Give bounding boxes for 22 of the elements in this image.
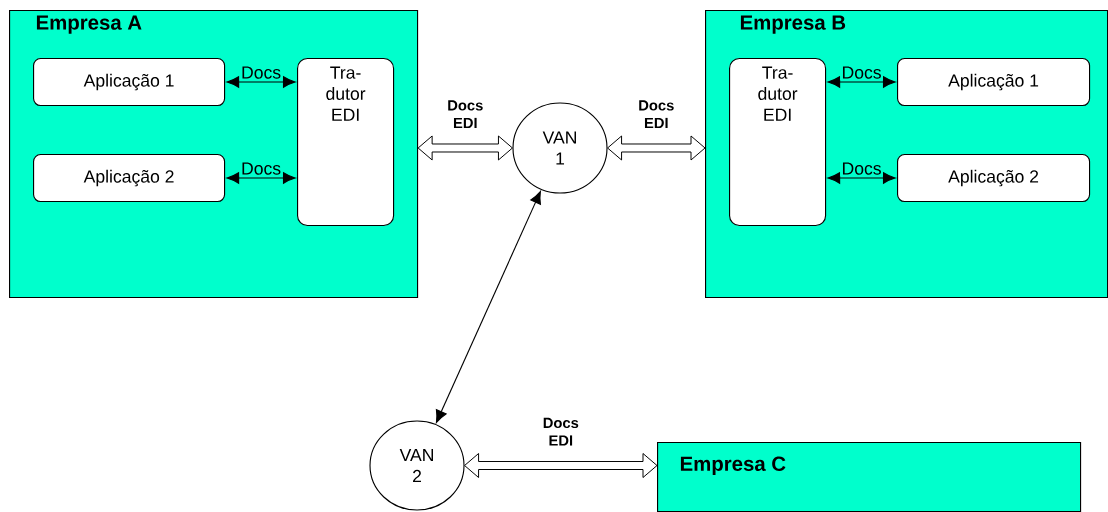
arrow (827, 172, 896, 184)
arrow (226, 172, 296, 184)
edge-label: Docs EDI (437, 98, 493, 130)
block-arrow (464, 453, 658, 478)
translator-box: Tra- dutor EDI (297, 58, 395, 227)
block-arrow (417, 135, 513, 161)
application-box: Aplicação 2 (897, 154, 1091, 203)
arrow (226, 76, 296, 88)
translator-box: Tra- dutor EDI (729, 58, 827, 227)
company-panel: Empresa C (657, 442, 1082, 512)
application-box: Aplicação 2 (33, 154, 226, 203)
edge-label: Docs (840, 65, 883, 81)
edge-label: Docs EDI (533, 416, 589, 447)
arrow (435, 191, 541, 423)
application-box: Aplicação 1 (33, 58, 226, 107)
edge-label: Docs EDI (628, 98, 684, 130)
arrow (827, 76, 896, 88)
edge-label: Docs (239, 161, 283, 177)
edge-label: Docs (239, 65, 283, 81)
block-arrow (607, 135, 706, 161)
application-box: Aplicação 1 (897, 58, 1091, 107)
edge-label: Docs (840, 161, 883, 177)
